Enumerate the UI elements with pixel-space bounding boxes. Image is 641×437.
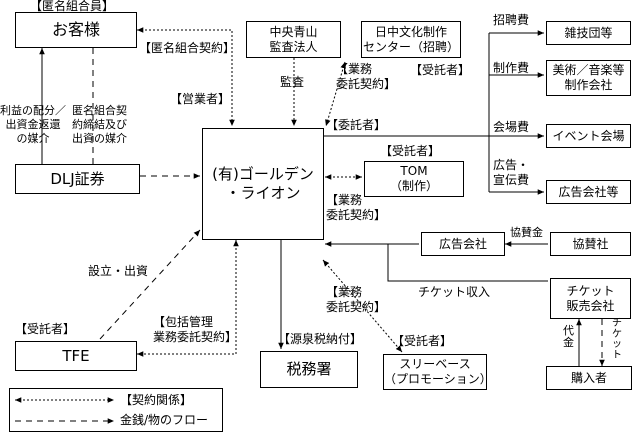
contractee-label-1: 【受託者】 [410, 63, 471, 77]
sponsor-box: 協賛社 [550, 232, 631, 256]
center-contract-arrow [325, 61, 346, 127]
legend-contract-text: 【契約関係】 [120, 393, 193, 407]
tom-box: TOM （制作） [364, 161, 464, 197]
event-text: イベント会場 [552, 128, 625, 143]
customer-text: お客様 [51, 20, 100, 39]
event-box: イベント会場 [546, 124, 631, 148]
anon-member-label: 【匿名組合員】 [30, 0, 115, 13]
ticketco-box: チケット 販売会社 [550, 278, 631, 319]
acrobat-text: 雑技団等 [564, 25, 613, 40]
money-label: 代 金 [563, 324, 574, 350]
center-box: 日中文化制作 センター（招聘） [361, 21, 461, 58]
tom-text: TOM （制作） [389, 164, 438, 193]
tfe-text: TFE [62, 346, 90, 365]
acrobat-box: 雑技団等 [546, 21, 631, 45]
taxoffice-box: 税務署 [260, 351, 358, 388]
anon-contract-label: 【匿名組合契約】 [139, 41, 236, 55]
contractee-label-3: 【受託者】 [392, 334, 453, 348]
adco-box: 広告会社等 [546, 180, 631, 204]
adagency-box: 広告会社 [421, 232, 505, 256]
sales-agent-label: 【営業者】 [170, 92, 231, 106]
anon-note-label: 匿名組合契 約締結及び 出資の媒介 [72, 104, 127, 145]
spb-text: スリーベース （プロモーション） [384, 357, 492, 386]
audit-label: 監査 [280, 75, 305, 89]
biz-contract-label-3: 【業務 委託契約】 [326, 285, 387, 314]
withholding-label: 【源泉税納付】 [278, 332, 363, 346]
auditor-box: 中央青山 監査法人 [246, 21, 341, 58]
art-box: 美術／音楽等 制作会社 [546, 60, 631, 96]
sponsor-text: 協賛社 [572, 236, 609, 251]
taxoffice-text: 税務署 [286, 360, 332, 379]
biz-contract-label-1: 【業務 委託契約】 [336, 62, 397, 91]
fee-production-label: 制作費 [493, 61, 530, 75]
ticket-income-label: チケット収入 [418, 285, 491, 299]
dlj-text: DLJ証券 [50, 169, 105, 188]
adagency-text: 広告会社 [438, 236, 487, 251]
bundle-contract-arrow [137, 240, 239, 357]
setup-invest-label: 設立・出資 [88, 264, 149, 278]
center-text: 日中文化制作 センター（招聘） [362, 24, 459, 54]
art-text: 美術／音楽等 制作会社 [552, 63, 625, 92]
bundle-contract-label: 【包括管理 業務委託契約】 [153, 315, 238, 344]
legend-box [9, 388, 223, 432]
adco-text: 広告会社等 [558, 184, 619, 199]
customer-box: お客様 [15, 12, 137, 48]
contractee-label-4: 【受託者】 [15, 322, 76, 336]
fee-ad-label: 広告・ 宣伝費 [493, 158, 530, 187]
golden-lion-box: (有)ゴールデン ・ライオン [202, 128, 324, 240]
contractee-label-2: 【受託者】 [380, 144, 441, 158]
ticket-label: チ ケ ッ ト [612, 318, 622, 361]
buyer-box: 購入者 [546, 366, 632, 390]
fee-invite-label: 招聘費 [493, 13, 530, 27]
profit-note-label: 利益の配分／ 出資金返還 の媒介 [0, 104, 66, 145]
spb-contract-arrow [322, 259, 403, 353]
sponsorship-label: 協賛金 [510, 226, 543, 239]
ticketco-text: チケット 販売会社 [566, 283, 615, 313]
spb-box: スリーベース （プロモーション） [383, 354, 492, 390]
buyer-text: 購入者 [570, 370, 607, 385]
dlj-box: DLJ証券 [15, 164, 140, 194]
legend-flow-text: 金銭/物のフロー [120, 413, 209, 427]
biz-contract-label-2: 【業務 委託契約】 [326, 193, 387, 222]
tfe-box: TFE [15, 341, 137, 371]
golden-lion-text: (有)ゴールデン ・ライオン [212, 165, 314, 202]
auditor-text: 中央青山 監査法人 [269, 24, 318, 54]
contractor-label: 【委託者】 [326, 118, 387, 132]
fee-venue-label: 会場費 [493, 120, 530, 134]
